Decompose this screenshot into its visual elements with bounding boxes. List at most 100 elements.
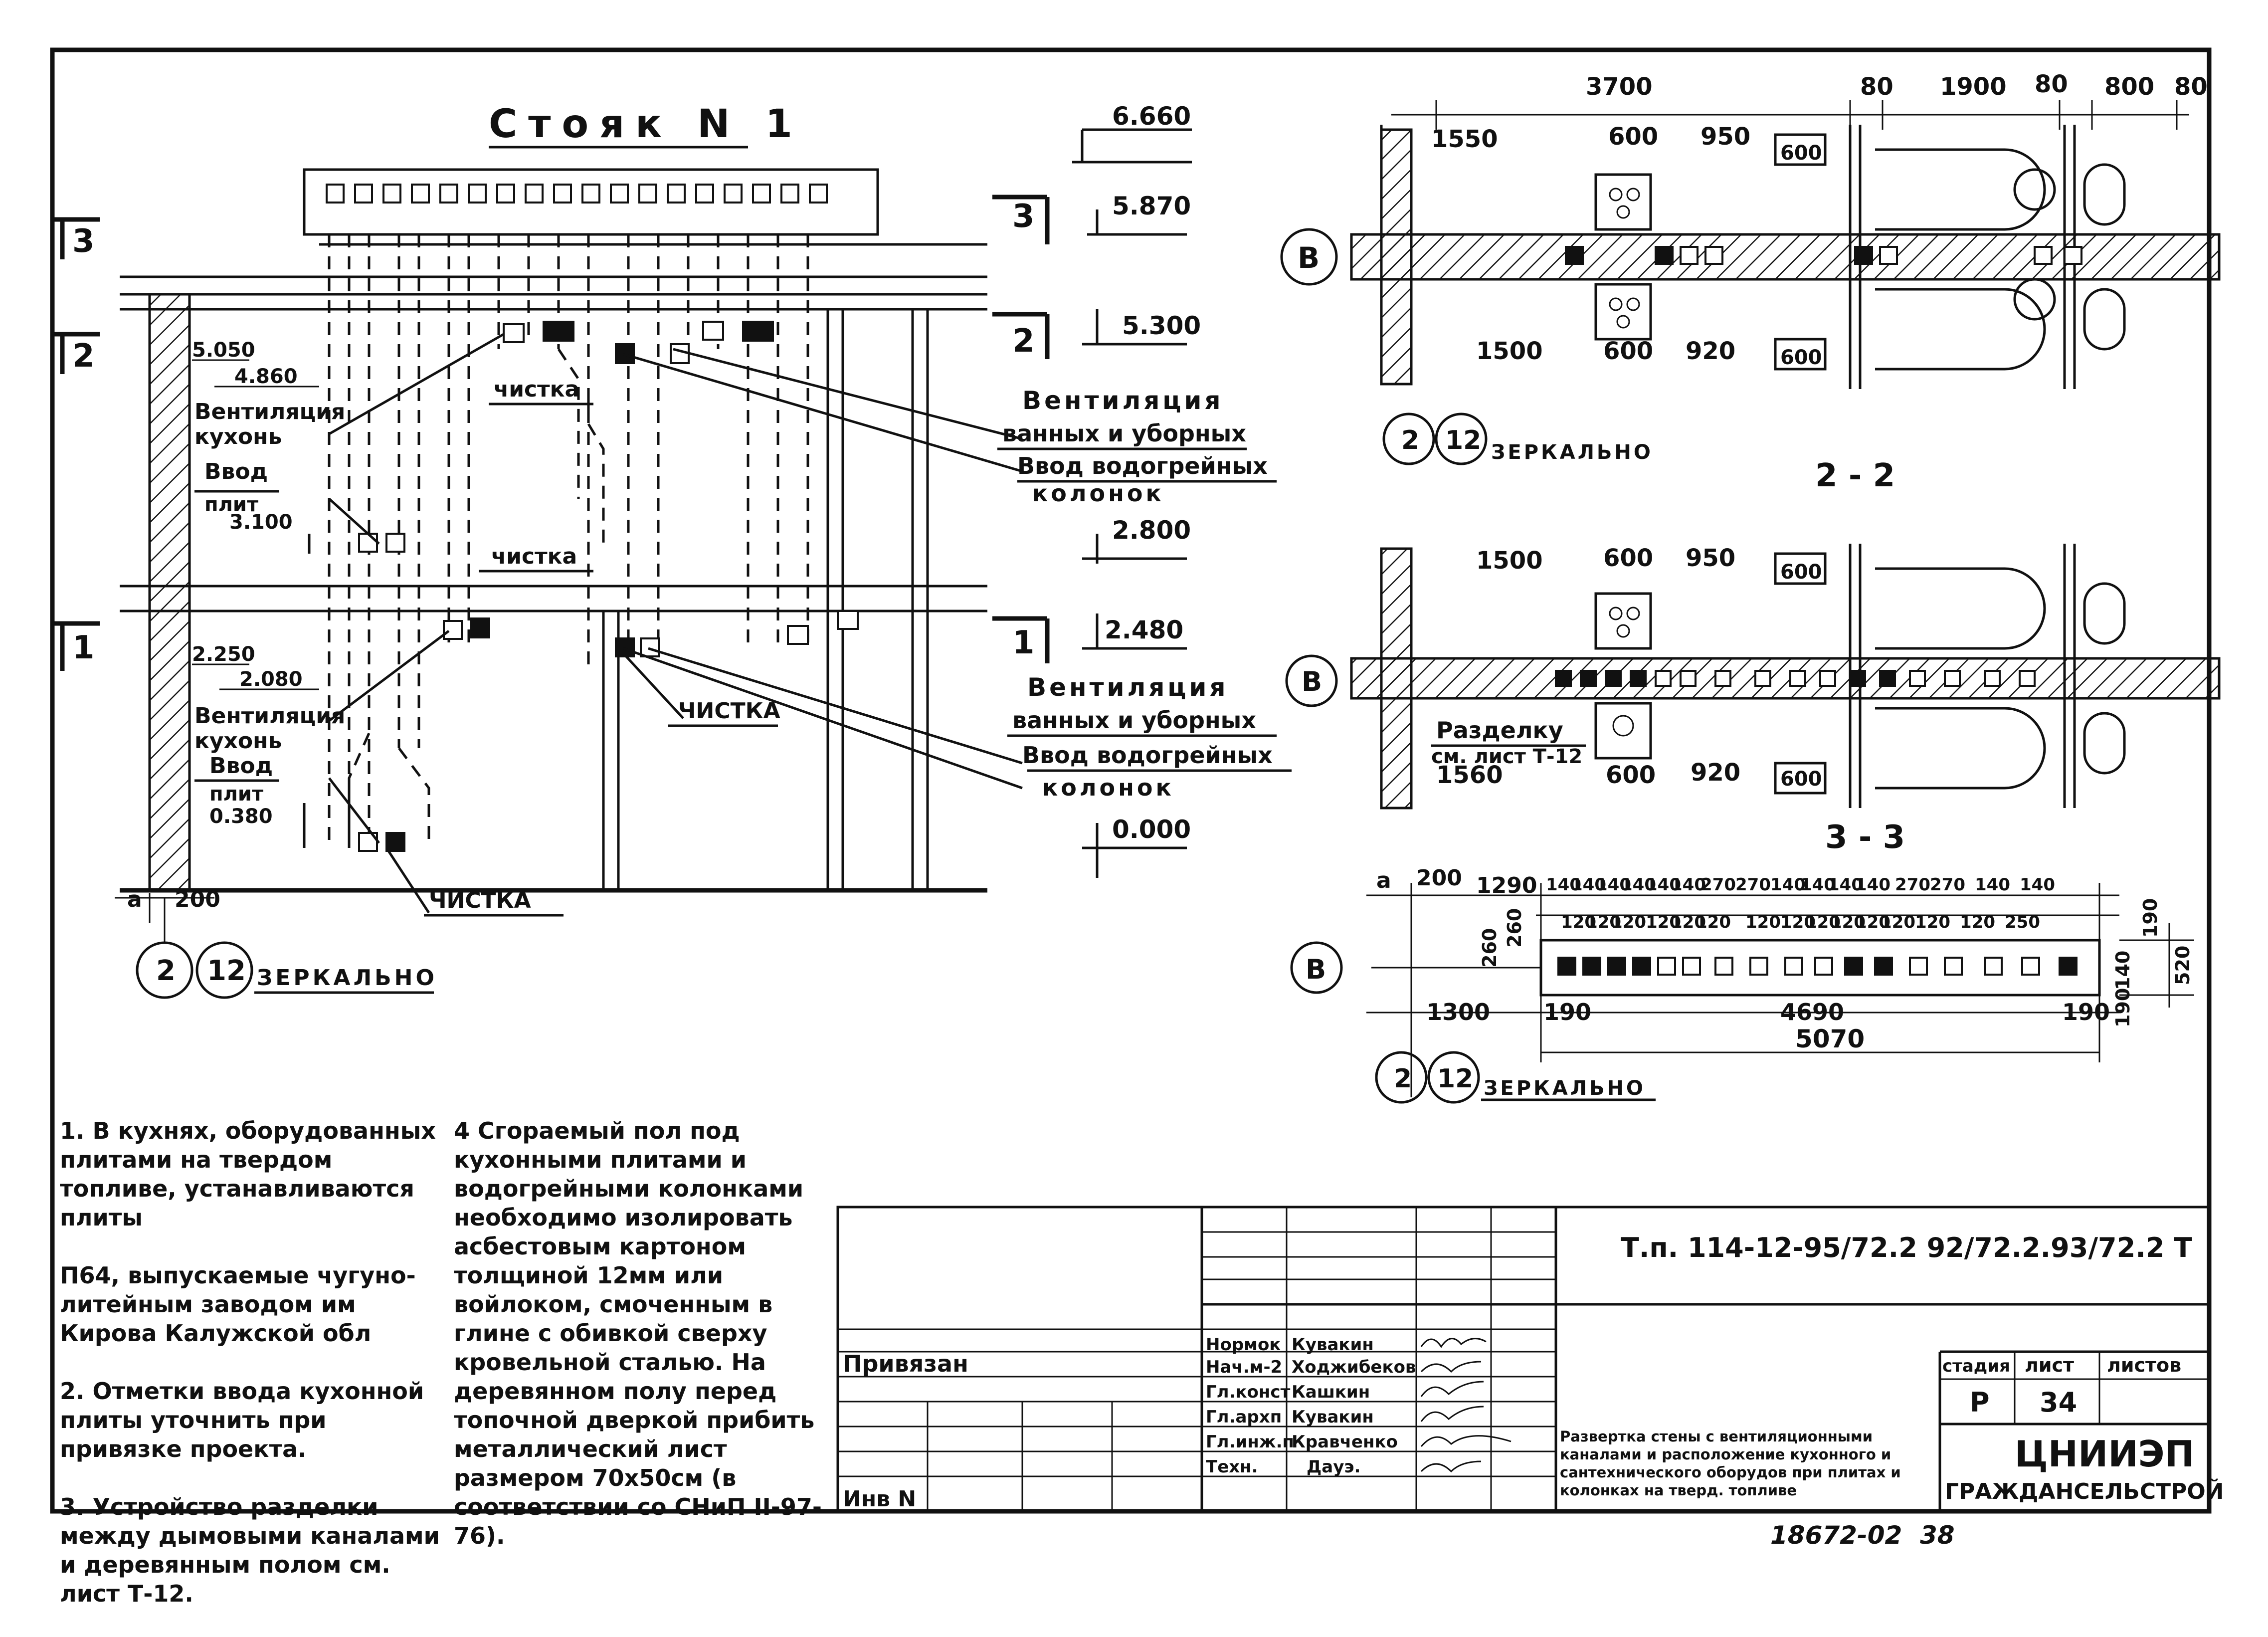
label-vent-bath-1: Вентиляция [1022, 386, 1224, 415]
axis-12-plan: 12 [1437, 1064, 1473, 1094]
elevation-mark-3: 5.300 [1122, 311, 1201, 340]
axis-2-22: 2 [1401, 425, 1419, 455]
svg-text:140: 140 [1975, 875, 2010, 895]
doc-code: Т.п. 114-12-95/72.2 92/72.2.93/72.2 Т [1621, 1232, 2192, 1263]
description-box: Развертка стены с вентиляционными канала… [1560, 1428, 1901, 1499]
svg-text:120: 120 [1646, 912, 1681, 932]
note-1b: П64, выпускаемые чугуно-литейным заводом… [60, 1262, 416, 1347]
dim33-r2-0: 1560 [1436, 761, 1503, 789]
svg-text:140: 140 [1596, 875, 1631, 895]
svg-text:140: 140 [1671, 875, 1706, 895]
mark-5050: 5.050 [192, 339, 255, 362]
plan-right-dim-0: 190 [2139, 898, 2161, 938]
dim33-r1-2: 950 [1686, 544, 1735, 572]
dim22-r2-1: 600 [1603, 337, 1653, 365]
plan-bottom-2: 4690 [1780, 999, 1844, 1025]
plan-dim-top-0: 1290 [1476, 873, 1537, 898]
svg-text:120: 120 [1671, 912, 1706, 932]
name-0: Кувакин [1292, 1335, 1374, 1355]
elevation-mark-2: 5.870 [1112, 192, 1191, 220]
label-input-plates-2: плит [204, 493, 259, 516]
svg-text:270: 270 [1895, 875, 1930, 895]
elevation-marks [1072, 128, 1192, 878]
sheet-label: лист [2025, 1354, 2074, 1376]
svg-text:120: 120 [1805, 912, 1841, 932]
svg-text:120: 120 [1611, 912, 1646, 932]
axis-b-33: В [1302, 666, 1322, 697]
dim33-r2-1: 600 [1606, 761, 1656, 789]
sheet-description: Развертка стены с вентиляционными канала… [1560, 1428, 1901, 1499]
svg-text:140: 140 [1546, 875, 1581, 895]
label-vent-kitchen-1b: Вентиляция [194, 703, 345, 729]
mark-2250: 2.250 [192, 643, 255, 666]
svg-text:140: 140 [1828, 875, 1863, 895]
label-vent-bath-4: колонок [1032, 480, 1164, 507]
elevation-mark-5: 2.480 [1105, 615, 1183, 644]
dim22-r2-3: 600 [1780, 346, 1822, 369]
dim22-r1-0: 1550 [1431, 125, 1498, 153]
role-3: Гл.архп [1206, 1407, 1282, 1427]
floor-number-2: 2 [72, 338, 95, 375]
svg-text:120: 120 [1915, 912, 1950, 932]
axis-b-circle-plan [1290, 941, 1343, 994]
wall-offset-200: 200 [175, 887, 220, 912]
role-0: Нормок [1206, 1335, 1281, 1355]
label-input-plates-1b: Ввод [209, 753, 273, 779]
label-vent-bath-3: Ввод водогрейных [1017, 452, 1268, 479]
svg-text:140: 140 [1571, 875, 1606, 895]
plan-right-dim-3: 520 [2172, 946, 2194, 985]
name-1: Ходжибеков [1292, 1357, 1416, 1377]
dim22-top-3: 80 [2035, 70, 2068, 98]
label-vent-bath-2b: ванных и уборных [1012, 707, 1256, 734]
stage-label: стадия [1942, 1356, 2010, 1376]
section-mark-3: 3 [1012, 198, 1035, 235]
org-2: ГРАЖДАНСЕЛЬСТРОЙ [1945, 1478, 2224, 1504]
dim22-top-2: 1900 [1940, 73, 2007, 101]
plan-total: 5070 [1795, 1024, 1865, 1053]
name-4: Кравченко [1292, 1432, 1398, 1452]
chimney-head-channels [326, 184, 828, 204]
plan-left-dim-1: 260 [1504, 908, 1525, 948]
svg-text:120: 120 [1745, 912, 1781, 932]
dim22-top-0: 3700 [1586, 73, 1653, 101]
dim33-r1-1: 600 [1603, 544, 1653, 572]
dim33-r2-3: 600 [1780, 768, 1822, 791]
section-3-3-plan [1350, 544, 2221, 810]
dim22-r2-2: 920 [1686, 337, 1735, 365]
axis-2-plan: 2 [1394, 1064, 1412, 1094]
chimney-head [303, 168, 879, 236]
name-5: Дауэ. [1307, 1457, 1360, 1477]
org-1: ЦНИИЭП [2015, 1433, 2195, 1475]
mark-0380: 0.380 [209, 805, 273, 828]
role-4: Гл.инж.п [1206, 1432, 1294, 1452]
svg-text:120: 120 [1586, 912, 1621, 932]
svg-text:140: 140 [1646, 875, 1681, 895]
dim22-r1-2: 950 [1701, 123, 1750, 151]
role-2: Гл.конст [1206, 1382, 1291, 1402]
note-4: 4 Сгораемый пол под кухонными плитами и … [454, 1117, 822, 1549]
svg-text:120: 120 [1880, 912, 1915, 932]
razdelka-1: Разделку [1436, 717, 1563, 744]
section-2-2-plan [1350, 100, 2221, 389]
axis-number-2: 2 [156, 955, 176, 987]
title-block-grid [836, 1206, 2211, 1513]
svg-text:140: 140 [1770, 875, 1806, 895]
svg-text:140: 140 [2020, 875, 2055, 895]
plan-a-dim: 200 [1416, 865, 1462, 891]
label-vent-kitchen-2: кухонь [194, 424, 282, 449]
stoyak-title: Стояк N 1 [489, 102, 803, 147]
svg-text:270: 270 [1701, 875, 1736, 895]
axis-circle-12 [195, 941, 253, 999]
mirror-22: ЗЕРКАЛЬНО [1491, 441, 1653, 464]
dim22-r1-1: 600 [1608, 123, 1658, 151]
mirror-plan: ЗЕРКАЛЬНО [1484, 1077, 1646, 1100]
axis-mirror-label: ЗЕРКАЛЬНО [257, 965, 437, 991]
inv-number: Инв N [843, 1486, 916, 1512]
label-vent-bath-4b: колонок [1042, 774, 1174, 801]
svg-text:270: 270 [1735, 875, 1771, 895]
wall-plan-b [1366, 883, 2194, 1097]
svg-text:120: 120 [1696, 912, 1731, 932]
dim22-top-1: 80 [1860, 73, 1893, 101]
